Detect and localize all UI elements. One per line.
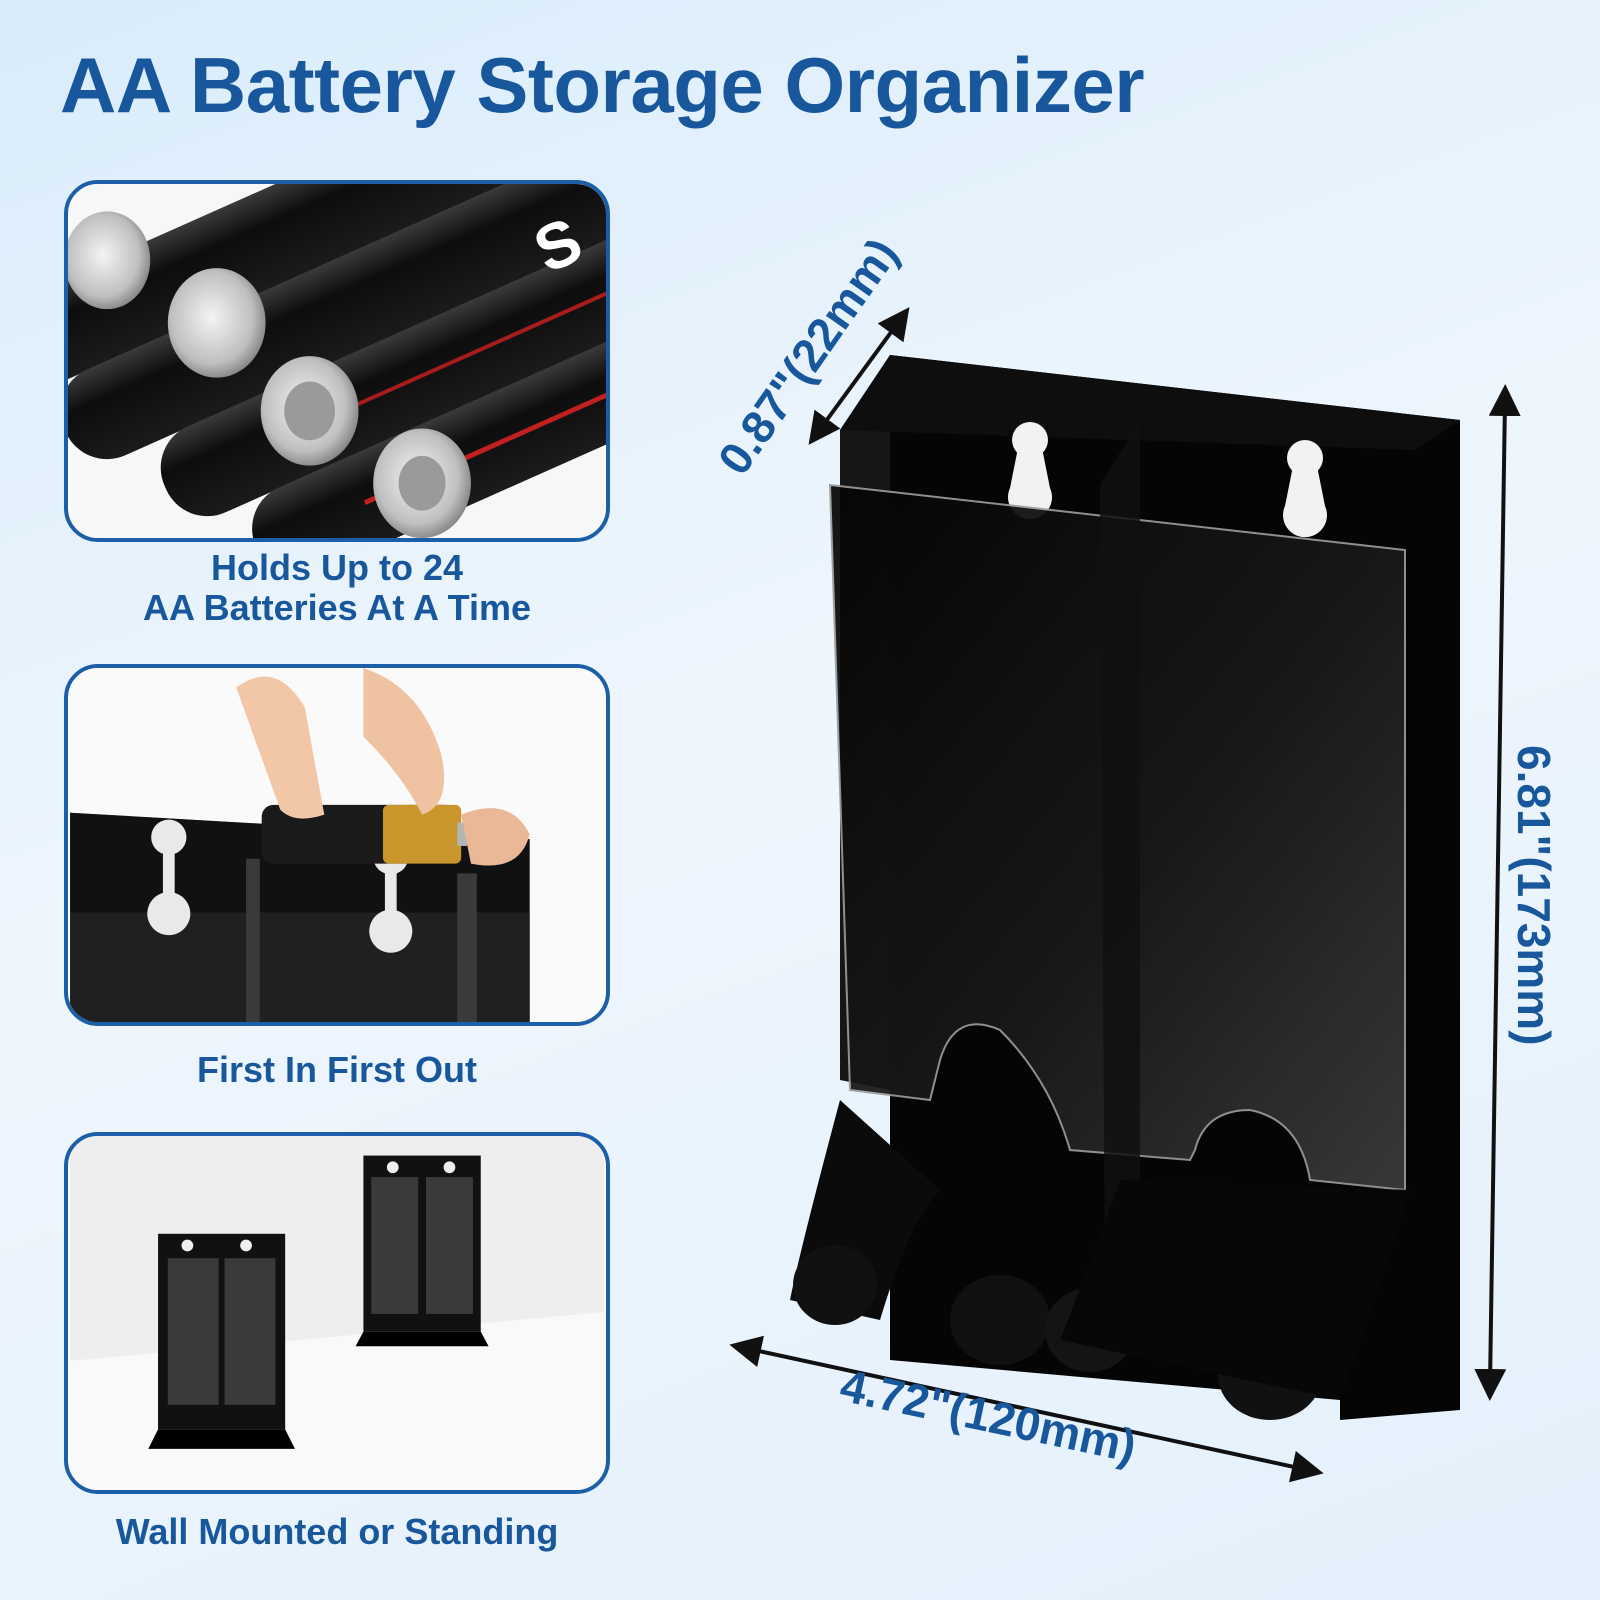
batteries-closeup-image: S [68,184,606,538]
wall-organizer [355,1155,489,1347]
feature-panel-mounting [64,1132,610,1494]
keyhole-icon [1283,440,1327,538]
height-dimension-label: 6.81"(173mm) [1508,745,1560,1046]
caption-fifo: First In First Out [196,1049,477,1090]
caption-mounting: Wall Mounted or Standing [115,1511,559,1552]
mounting-options-image [70,1136,604,1490]
feature-panel-fifo [64,664,610,1026]
standing-organizer [148,1233,295,1449]
feature-panel-capacity: S [64,180,610,542]
caption-capacity: Holds Up to 24 AA Batteries At A Time [142,547,532,628]
page-title: AA Battery Storage Organizer [60,41,1145,129]
battery-insert-image [70,668,604,1022]
keyhole-icon [1007,422,1052,520]
